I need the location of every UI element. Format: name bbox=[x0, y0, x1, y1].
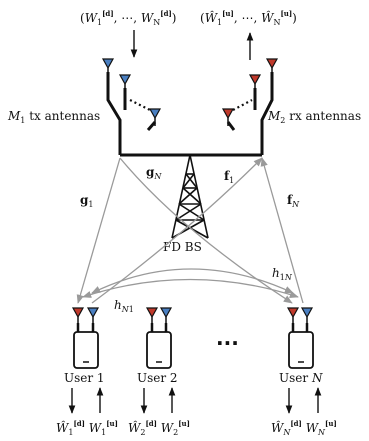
user-1-label: User 1 bbox=[64, 371, 105, 385]
phone-icon bbox=[73, 331, 99, 369]
user-2-symbols: Ŵ2[d] W2[u] bbox=[128, 419, 190, 437]
user-rx-antenna-icon bbox=[72, 307, 84, 326]
label-fN: fN bbox=[287, 193, 300, 209]
link-gN bbox=[119, 157, 293, 304]
link-g1 bbox=[76, 157, 121, 304]
user-n: User N ŴN[d] WN[u] bbox=[271, 307, 337, 437]
user-tx-antenna-icon bbox=[160, 307, 172, 326]
rx-antenna-icon bbox=[222, 108, 234, 127]
user-rx-antenna-icon bbox=[146, 307, 158, 326]
more-users-ellipsis: ··· bbox=[216, 331, 239, 355]
user-2-label: User 2 bbox=[137, 371, 178, 385]
tx-antenna-icon bbox=[102, 58, 114, 77]
uplink-symbols-label: (Ŵ1[u], ⋯, ŴN[u]) bbox=[200, 9, 297, 27]
rx-antenna-array bbox=[222, 58, 278, 155]
bs-label: FD BS bbox=[163, 240, 202, 254]
label-f1: f1 bbox=[224, 169, 234, 185]
user-tx-antenna-icon bbox=[301, 307, 313, 326]
label-hN1: hN1 bbox=[114, 298, 134, 314]
user-n-label: User N bbox=[279, 371, 323, 385]
user-n-symbols: ŴN[d] WN[u] bbox=[271, 419, 337, 437]
tx-antennas-label: M1 tx antennas bbox=[7, 109, 100, 125]
phone-icon bbox=[288, 331, 314, 369]
tx-antenna-icon bbox=[149, 108, 161, 127]
tx-antenna-array bbox=[102, 58, 161, 155]
user-tx-antenna-icon bbox=[87, 307, 99, 326]
rx-antenna-icon bbox=[266, 58, 278, 77]
link-fN bbox=[260, 157, 304, 304]
link-h1N bbox=[91, 268, 294, 294]
label-h1N: h1N bbox=[272, 266, 293, 282]
user-2: User 2 Ŵ2[d] W2[u] bbox=[128, 307, 190, 437]
user-1: User 1 Ŵ1[d] W1[u] bbox=[56, 307, 118, 437]
link-hN1 bbox=[82, 278, 299, 298]
downlink-symbols-label: (W1[d], ⋯, WN[d]) bbox=[80, 9, 176, 27]
link-f1 bbox=[91, 157, 263, 304]
label-gN: gN bbox=[146, 165, 162, 181]
bs-tower-icon bbox=[171, 154, 209, 239]
tx-antenna-icon bbox=[119, 74, 131, 93]
label-g1: g1 bbox=[80, 193, 93, 209]
user-1-symbols: Ŵ1[d] W1[u] bbox=[56, 419, 118, 437]
rx-antennas-label: M2 rx antennas bbox=[267, 109, 361, 125]
phone-icon bbox=[146, 331, 172, 369]
rx-antenna-icon bbox=[249, 74, 261, 93]
user-rx-antenna-icon bbox=[287, 307, 299, 326]
channel-links bbox=[76, 157, 304, 304]
